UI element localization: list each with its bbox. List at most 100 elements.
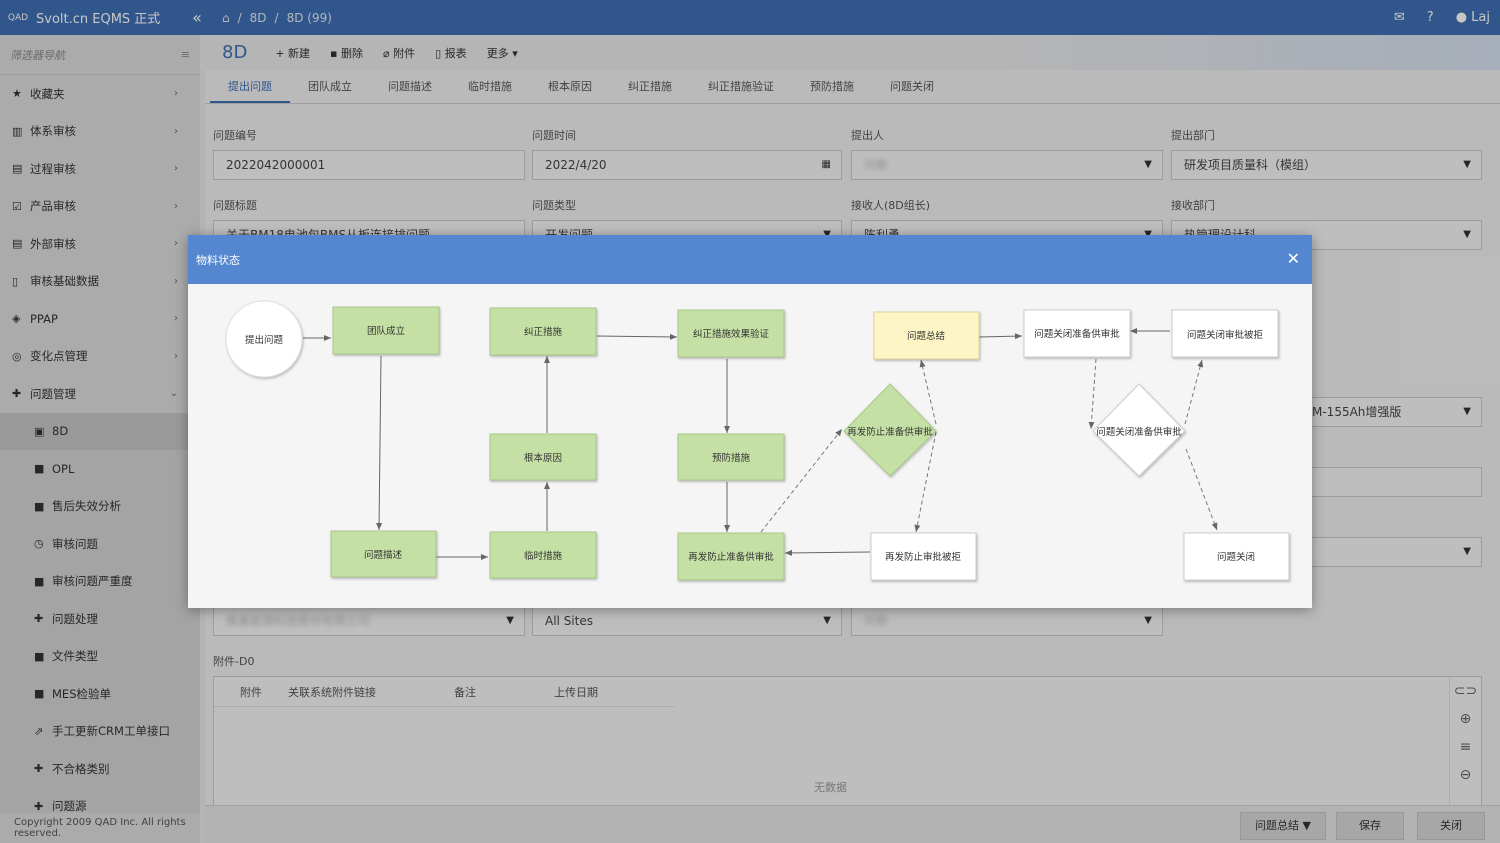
sidebar-item-problem-management[interactable]: ✚问题管理⌄ [0,375,200,413]
tab-corrective[interactable]: 纠正措施 [628,80,672,93]
site-select[interactable]: All Sites▼ [532,606,842,636]
save-button[interactable]: 保存 [1336,812,1404,840]
sidebar-item-after-sales[interactable]: ■售后失效分析 [0,487,200,525]
sidebar-item-audit-base-data[interactable]: ▯审核基础数据› [0,263,200,301]
node-temporary[interactable] [489,531,597,579]
tab-prevent[interactable]: 预防措施 [810,80,854,93]
type-label: 问题类型 [532,199,576,212]
node-recur-approve[interactable] [677,532,785,581]
user-name: Laj [1471,10,1490,25]
sidebar-item-system-audit[interactable]: ▥体系审核› [0,113,200,151]
sidebar-item-mes[interactable]: ■MES检验单 [0,675,200,713]
proposer-select[interactable]: 刘新▼ [851,150,1163,180]
puzzle-icon: ✚ [34,799,44,813]
node-close-approve[interactable] [1023,309,1131,358]
chevron-right-icon: › [174,88,178,100]
node-verify[interactable] [677,309,785,358]
close-icon[interactable]: ✕ [1286,249,1300,268]
breadcrumb-item[interactable]: 8D [249,10,267,25]
dropdown-arrow-icon: ▼ [1144,221,1152,249]
more-button[interactable]: 更多 ▾ [486,46,518,60]
node-close-reject[interactable] [1171,309,1279,358]
sidebar-item-favorites[interactable]: ★收藏夹› [0,75,200,113]
clipboard-icon: ▯ [12,274,19,288]
chevron-right-icon: › [174,275,178,287]
cube-icon: ◈ [12,312,21,326]
sidebar-item-product-audit[interactable]: ☑产品审核› [0,188,200,226]
breadcrumb-item[interactable]: 8D (99) [286,10,332,25]
top-bar: QAD Svolt.cn EQMS 正式 « ⌂ / 8D / 8D (99) … [0,0,1500,35]
sidebar: 筛选器导航 ≡ ★收藏夹› ▥体系审核› ▤过程审核› ☑产品审核› ▤外部审核… [0,35,200,843]
tab-verify[interactable]: 纠正措施验证 [708,80,774,93]
attach-button[interactable]: ⌀ 附件 [383,46,416,60]
column-header[interactable]: 上传日期 [554,685,598,699]
node-root[interactable] [489,433,597,481]
bottom-bar: 问题总结 ▼ 保存 关闭 [205,805,1500,843]
proposer-dept-select[interactable]: 研发项目质量科（模组）▼ [1171,150,1482,180]
close-button[interactable]: 关闭 [1417,812,1485,840]
help-icon[interactable]: ? [1426,10,1434,25]
report-button[interactable]: ▯ 报表 [435,46,467,60]
workflow-diagram: 提出问题 团队成立 问题描述 纠正措施 根本原因 临时措施 纠正措施效果验证 预… [225,300,1290,581]
sidebar-item-issue-handling[interactable]: ✚问题处理 [0,600,200,638]
column-header[interactable]: 备注 [454,685,476,699]
node-team[interactable] [332,306,440,355]
edge [978,333,1023,340]
sidebar-item-external-audit[interactable]: ▤外部审核› [0,225,200,263]
qad-logo[interactable]: QAD [0,0,36,35]
dropdown-arrow-icon: ▼ [1463,159,1471,170]
node-label: 问题总结 [907,330,945,342]
tab-raise-problem[interactable]: 提出问题 [210,70,290,103]
filter-icon[interactable]: ≡ [180,48,190,61]
problem-time-field[interactable]: 2022/4/20▦ [532,150,842,180]
sidebar-item-file-type[interactable]: ■文件类型 [0,637,200,675]
puzzle-icon: ✚ [34,762,44,776]
user-menu[interactable]: ● Laj [1456,10,1490,25]
tab-temporary[interactable]: 临时措施 [468,80,512,93]
sidebar-item-change-point[interactable]: ◎变化点管理› [0,338,200,376]
node-summary[interactable] [873,311,980,360]
node-start[interactable] [225,300,303,378]
proposer-value: 刘新 [864,158,889,172]
tab-close[interactable]: 问题关闭 [890,80,934,93]
summary-dropdown-button[interactable]: 问题总结 ▼ [1240,812,1326,840]
sidebar-item-audit-issue[interactable]: ◷审核问题 [0,525,200,563]
inbox-icon[interactable]: ✉ [1393,10,1405,25]
sidebar-item-ppap[interactable]: ◈PPAP› [0,300,200,338]
home-icon[interactable]: ⌂ [222,10,230,25]
add-circle-icon[interactable]: ⊕ [1459,711,1472,727]
column-header[interactable]: 关联系统附件链接 [288,685,376,699]
node-label: 再发防止准备供审批 [688,551,774,563]
node-close-diamond[interactable] [1092,383,1186,477]
problem-no-field[interactable]: 2022042000001 [213,150,525,180]
node-describe[interactable] [330,530,437,578]
node-corrective[interactable] [489,307,597,356]
remove-circle-icon[interactable]: ⊖ [1459,767,1472,783]
sidebar-item-crm[interactable]: ⇗手工更新CRM工单接口 [0,712,200,750]
sidebar-item-audit-severity[interactable]: ■审核问题严重度 [0,562,200,600]
collapse-sidebar-icon[interactable]: « [192,8,202,27]
tab-description[interactable]: 问题描述 [388,80,432,93]
link-icon[interactable]: ⊂⊃ [1453,683,1478,699]
sidebar-item-label: 审核问题 [52,536,98,551]
check-icon: ☑ [12,199,22,213]
tab-team[interactable]: 团队成立 [308,80,352,93]
sidebar-filter-input[interactable]: 筛选器导航 ≡ [0,35,200,75]
node-recur-reject[interactable] [870,532,977,581]
new-button[interactable]: + 新建 [275,46,311,60]
tab-root-cause[interactable]: 根本原因 [548,80,592,93]
delete-button[interactable]: ▪ 删除 [330,46,363,60]
node-recur-diamond[interactable] [843,383,937,477]
sidebar-item-nonconformity[interactable]: ✚不合格类别 [0,750,200,788]
edge [376,355,383,531]
sidebar-item-opl[interactable]: ■OPL [0,450,200,488]
list-icon[interactable]: ≡ [1459,739,1472,755]
sidebar-item-8d[interactable]: ▣8D [0,412,200,450]
sidebar-item-process-audit[interactable]: ▤过程审核› [0,150,200,188]
calendar-icon[interactable]: ▦ [821,159,831,170]
column-header[interactable]: 附件 [240,685,262,699]
sidebar-item-label: 问题源 [52,799,87,814]
node-prevent[interactable] [677,433,785,481]
edge [1088,358,1097,430]
node-closed[interactable] [1183,532,1290,581]
